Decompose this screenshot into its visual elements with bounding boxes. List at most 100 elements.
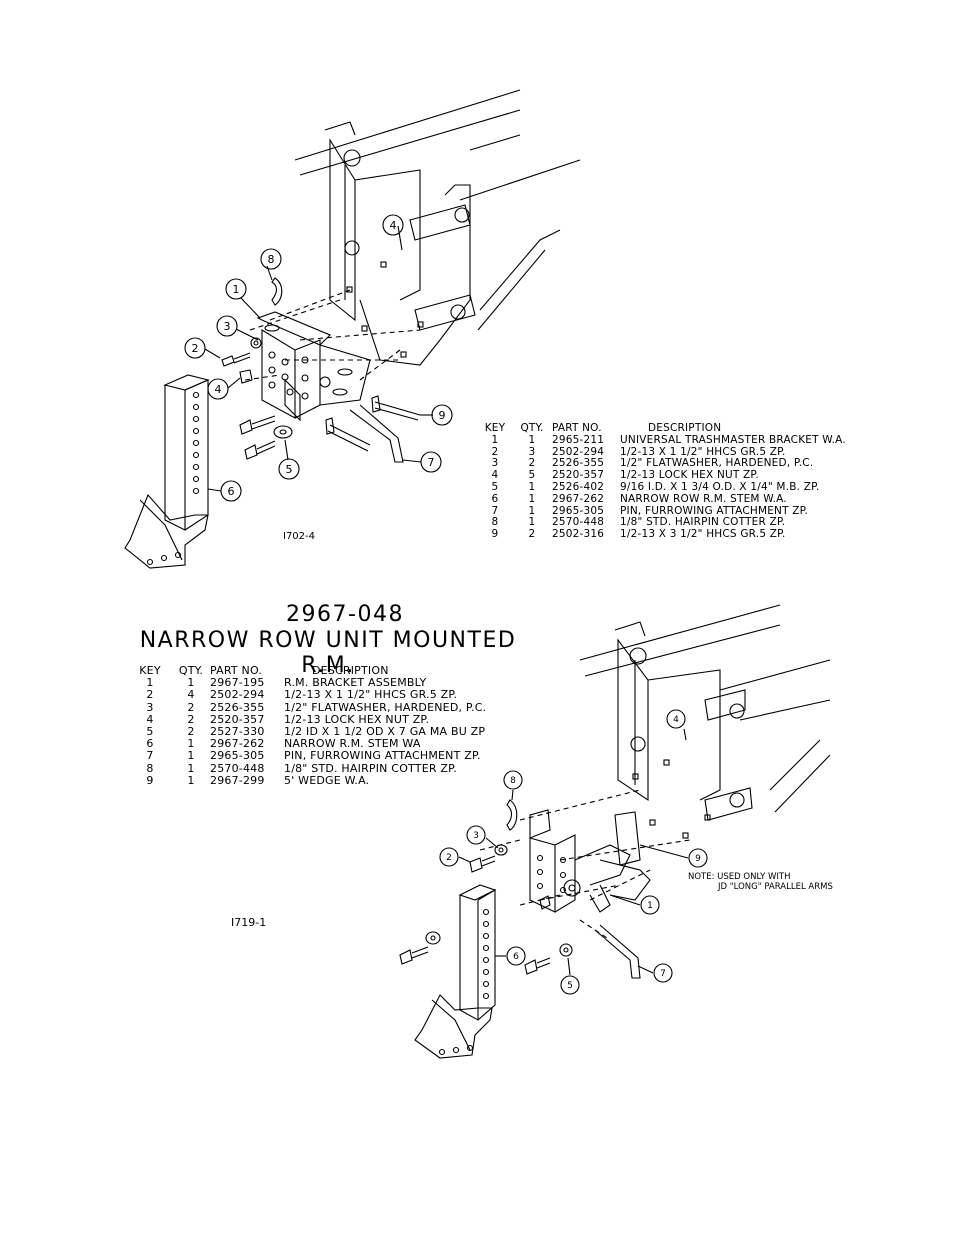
cell-part-no: 2502-316	[552, 528, 605, 541]
header-key: KEY	[139, 664, 161, 677]
cell-description: 1/2-13 X 1 1/2" HHCS GR.5 ZP.	[284, 688, 458, 702]
cell-key: 9	[491, 528, 499, 541]
note-line-2: JD "LONG" PARALLEL ARMS	[718, 882, 833, 892]
cell-key: 6	[146, 737, 154, 751]
figure-id-top: I702-4	[283, 531, 316, 542]
header-part-no: PART NO.	[552, 422, 602, 434]
cell-description: UNIVERSAL TRASHMASTER BRACKET W.A.	[620, 433, 846, 446]
cell-key: 7	[146, 749, 154, 763]
callout-bottom-5: 5	[567, 981, 573, 991]
cell-part-no: 2520-357	[552, 469, 605, 482]
cell-key: 2	[491, 445, 499, 458]
cell-key: 3	[146, 700, 154, 714]
table-row: 4 2 2520-357 1/2-13 LOCK HEX NUT ZP.	[122, 712, 562, 726]
header-description: DESCRIPTION	[648, 422, 722, 434]
header-key: KEY	[484, 422, 506, 434]
cell-description: 1/2-13 LOCK HEX NUT ZP.	[620, 469, 759, 482]
cell-key: 6	[491, 492, 499, 505]
cell-part-no: 2570-448	[552, 516, 605, 529]
table-row: 3 2 2526-355 1/2" FLATWASHER, HARDENED, P.C…	[472, 458, 888, 470]
cell-part-no: 2967-262	[210, 737, 265, 751]
cell-qty: 4	[187, 688, 195, 702]
cell-description: 1/2-13 LOCK HEX NUT ZP.	[284, 712, 430, 726]
cell-key: 7	[491, 504, 499, 517]
callout-bottom-7: 7	[660, 969, 666, 979]
cell-part-no: 2965-305	[552, 504, 605, 517]
callout-bottom-8: 8	[510, 776, 516, 786]
callout-bottom-2: 2	[446, 853, 452, 863]
callout-top-2: 2	[192, 342, 199, 355]
assembly-title: NARROW ROW UNIT MOUNTED R.M.	[139, 628, 517, 678]
cell-key: 3	[491, 457, 499, 470]
cell-qty: 1	[187, 773, 195, 787]
header-qty: QTY.	[178, 664, 204, 677]
cell-description: 9/16 I.D. X 1 3/4 O.D. X 1/4" M.B. ZP.	[620, 480, 820, 493]
cell-description: 1/2-13 X 1 1/2" HHCS GR.5 ZP.	[620, 445, 786, 458]
callout-top-9: 9	[439, 409, 446, 422]
cell-part-no: 2527-330	[210, 725, 265, 739]
cell-qty: 2	[528, 457, 536, 470]
cell-part-no: 2967-299	[210, 773, 265, 787]
callout-bottom-4: 4	[673, 715, 679, 725]
cell-description: NARROW R.M. STEM WA	[284, 737, 421, 751]
cell-description: R.M. BRACKET ASSEMBLY	[284, 676, 427, 690]
cell-description: 1/2" FLATWASHER, HARDENED, P.C.	[284, 700, 487, 714]
callout-top-4b: 4	[390, 219, 397, 232]
cell-key: 8	[146, 761, 154, 775]
cell-description: PIN, FURROWING ATTACHMENT ZP.	[284, 749, 481, 763]
cell-part-no: 2526-355	[210, 700, 265, 714]
cell-qty: 1	[528, 480, 536, 493]
cell-qty: 2	[528, 528, 536, 541]
table-header: KEY QTY. PART NO. DESCRIPTION	[122, 664, 562, 677]
cell-qty: 1	[187, 749, 195, 763]
callout-bottom-9: 9	[695, 854, 701, 864]
cell-qty: 2	[187, 725, 195, 739]
callout-top-8: 8	[268, 253, 275, 266]
cell-key: 8	[491, 516, 499, 529]
table-row: 8 1 2570-448 1/8" STD. HAIRPIN COTTER ZP.	[122, 761, 562, 775]
figure-id-bottom: I719-1	[231, 916, 267, 929]
cell-key: 4	[146, 712, 154, 726]
table-row: 5 2 2527-330 1/2 ID X 1 1/2 OD X 7 GA MA BU…	[122, 725, 562, 739]
cell-key: 1	[491, 433, 499, 446]
cell-qty: 1	[187, 676, 195, 690]
cell-qty: 2	[187, 700, 195, 714]
cell-qty: 1	[187, 737, 195, 751]
cell-qty: 5	[528, 469, 536, 482]
cell-part-no: 2967-195	[210, 676, 265, 690]
callout-top-6: 6	[228, 485, 235, 498]
cell-description: 1/8" STD. HAIRPIN COTTER ZP.	[620, 516, 786, 529]
cell-key: 5	[146, 725, 154, 739]
table-row: 7 1 2965-305 PIN, FURROWING ATTACHMENT ZP.	[122, 750, 562, 762]
cell-qty: 1	[187, 761, 195, 775]
cell-part-no: 2570-448	[210, 761, 265, 775]
cell-key: 2	[146, 688, 154, 702]
table-row: 6 1 2967-262 NARROW R.M. STEM WA	[122, 738, 562, 750]
cell-description: NARROW ROW R.M. STEM W.A.	[620, 492, 787, 505]
cell-description: 1/8" STD. HAIRPIN COTTER ZP.	[284, 761, 457, 775]
callout-bottom-1: 1	[647, 901, 653, 911]
cell-part-no: 2526-355	[552, 457, 605, 470]
cell-qty: 2	[187, 712, 195, 726]
cell-part-no: 2520-357	[210, 712, 265, 726]
cell-part-no: 2502-294	[210, 688, 265, 702]
table-row: 1 1 2967-195 R.M. BRACKET ASSEMBLY	[122, 676, 562, 690]
callout-top-4a: 4	[215, 383, 222, 396]
cell-qty: 1	[528, 492, 536, 505]
callout-top-1: 1	[233, 283, 240, 296]
cell-qty: 1	[528, 433, 536, 446]
cell-description: 1/2 ID X 1 1/2 OD X 7 GA MA BU ZP	[284, 725, 486, 739]
cell-key: 1	[146, 676, 154, 690]
cell-description: 5' WEDGE W.A.	[284, 773, 370, 787]
cell-description: 1/2" FLATWASHER, HARDENED, P.C.	[620, 457, 814, 470]
callout-top-3: 3	[224, 320, 231, 333]
cell-part-no: 2965-305	[210, 749, 265, 763]
cell-description: 1/2-13 X 3 1/2" HHCS GR.5 ZP.	[620, 528, 786, 541]
